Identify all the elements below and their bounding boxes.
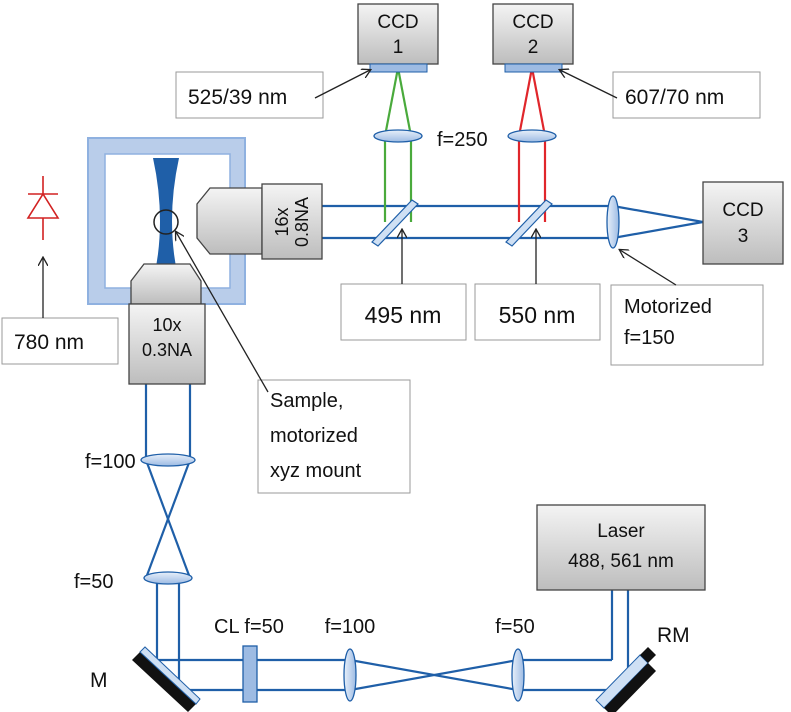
tube-lens-1 bbox=[373, 129, 423, 143]
green-beam bbox=[383, 67, 413, 222]
sample-label-3: xyz mount bbox=[270, 460, 362, 482]
mirrors bbox=[132, 646, 656, 712]
illumination-objective: 10x 0.3NA bbox=[128, 263, 206, 385]
dichroic-495 bbox=[371, 199, 419, 247]
ccd-1-label: CCD bbox=[377, 12, 418, 33]
sample-label-1: Sample, bbox=[270, 390, 343, 412]
mirror-rm-label: RM bbox=[657, 624, 690, 647]
lens-f50-vertical bbox=[143, 571, 193, 585]
lens-f100-horizontal bbox=[343, 648, 357, 702]
motorized-lens-focal: f=150 bbox=[624, 327, 675, 349]
mirror-m bbox=[132, 652, 196, 712]
cylindrical-lens-label: CL f=50 bbox=[214, 616, 284, 638]
ccd-2-number: 2 bbox=[528, 37, 539, 58]
light-sheet bbox=[153, 158, 179, 282]
mirror-rm-back bbox=[640, 647, 656, 663]
ccd-1-number: 1 bbox=[393, 37, 404, 58]
cylindrical-lens bbox=[242, 645, 258, 703]
ccd-2: CCD 2 bbox=[492, 3, 574, 73]
filter-1 bbox=[369, 63, 428, 73]
motorized-lens-label: Motorized bbox=[624, 296, 712, 318]
ccd-3: CCD 3 bbox=[702, 181, 784, 265]
lens-f50-vertical-label: f=50 bbox=[74, 571, 113, 593]
ccd-3-label: CCD bbox=[722, 200, 763, 221]
sample-label-2: motorized bbox=[270, 425, 358, 447]
mirror-m-label: M bbox=[90, 669, 108, 692]
filter-2-label: 607/70 nm bbox=[625, 86, 724, 109]
laser-label: Laser bbox=[597, 521, 645, 542]
objective-08na-label: 0.8NA bbox=[292, 197, 312, 247]
ccd-1: CCD 1 bbox=[357, 3, 439, 73]
label-boxes bbox=[1, 71, 764, 494]
motorized-lens bbox=[606, 195, 620, 249]
dichroic-mirrors bbox=[371, 199, 553, 247]
tube-lens-label: f=250 bbox=[437, 129, 488, 151]
dichroic-495-label: 495 nm bbox=[365, 302, 442, 328]
sample-circle bbox=[153, 209, 179, 235]
ccd-2-label: CCD bbox=[512, 12, 553, 33]
filter-2 bbox=[504, 63, 563, 73]
dichroic-550 bbox=[505, 199, 553, 247]
ccd-3-number: 3 bbox=[738, 226, 749, 247]
pointer-arrows bbox=[43, 70, 677, 393]
lens-f100-horizontal-label: f=100 bbox=[325, 616, 376, 638]
photodiode-icon bbox=[26, 176, 60, 240]
mirror-m-surface bbox=[139, 646, 201, 705]
photodiode-wavelength-label: 780 nm bbox=[14, 331, 84, 354]
lens-f50-horizontal-label: f=50 bbox=[495, 616, 534, 638]
dichroic-550-label: 550 nm bbox=[499, 302, 576, 328]
tube-lens-2 bbox=[507, 129, 557, 143]
detection-objective: 16x 0.8NA bbox=[196, 183, 323, 260]
laser: Laser 488, 561 nm bbox=[536, 504, 706, 591]
lenses bbox=[140, 129, 620, 703]
lens-f50-horizontal bbox=[511, 648, 525, 702]
red-beam bbox=[517, 67, 547, 222]
objective-10x-label: 10x bbox=[152, 315, 181, 335]
lens-f100-vertical-label: f=100 bbox=[85, 451, 136, 473]
laser-wavelengths: 488, 561 nm bbox=[568, 551, 674, 572]
objective-16x-label: 16x bbox=[272, 207, 292, 236]
filter-1-label: 525/39 nm bbox=[188, 86, 287, 109]
lens-f100-vertical bbox=[140, 453, 196, 467]
objective-03na-label: 0.3NA bbox=[142, 340, 192, 360]
